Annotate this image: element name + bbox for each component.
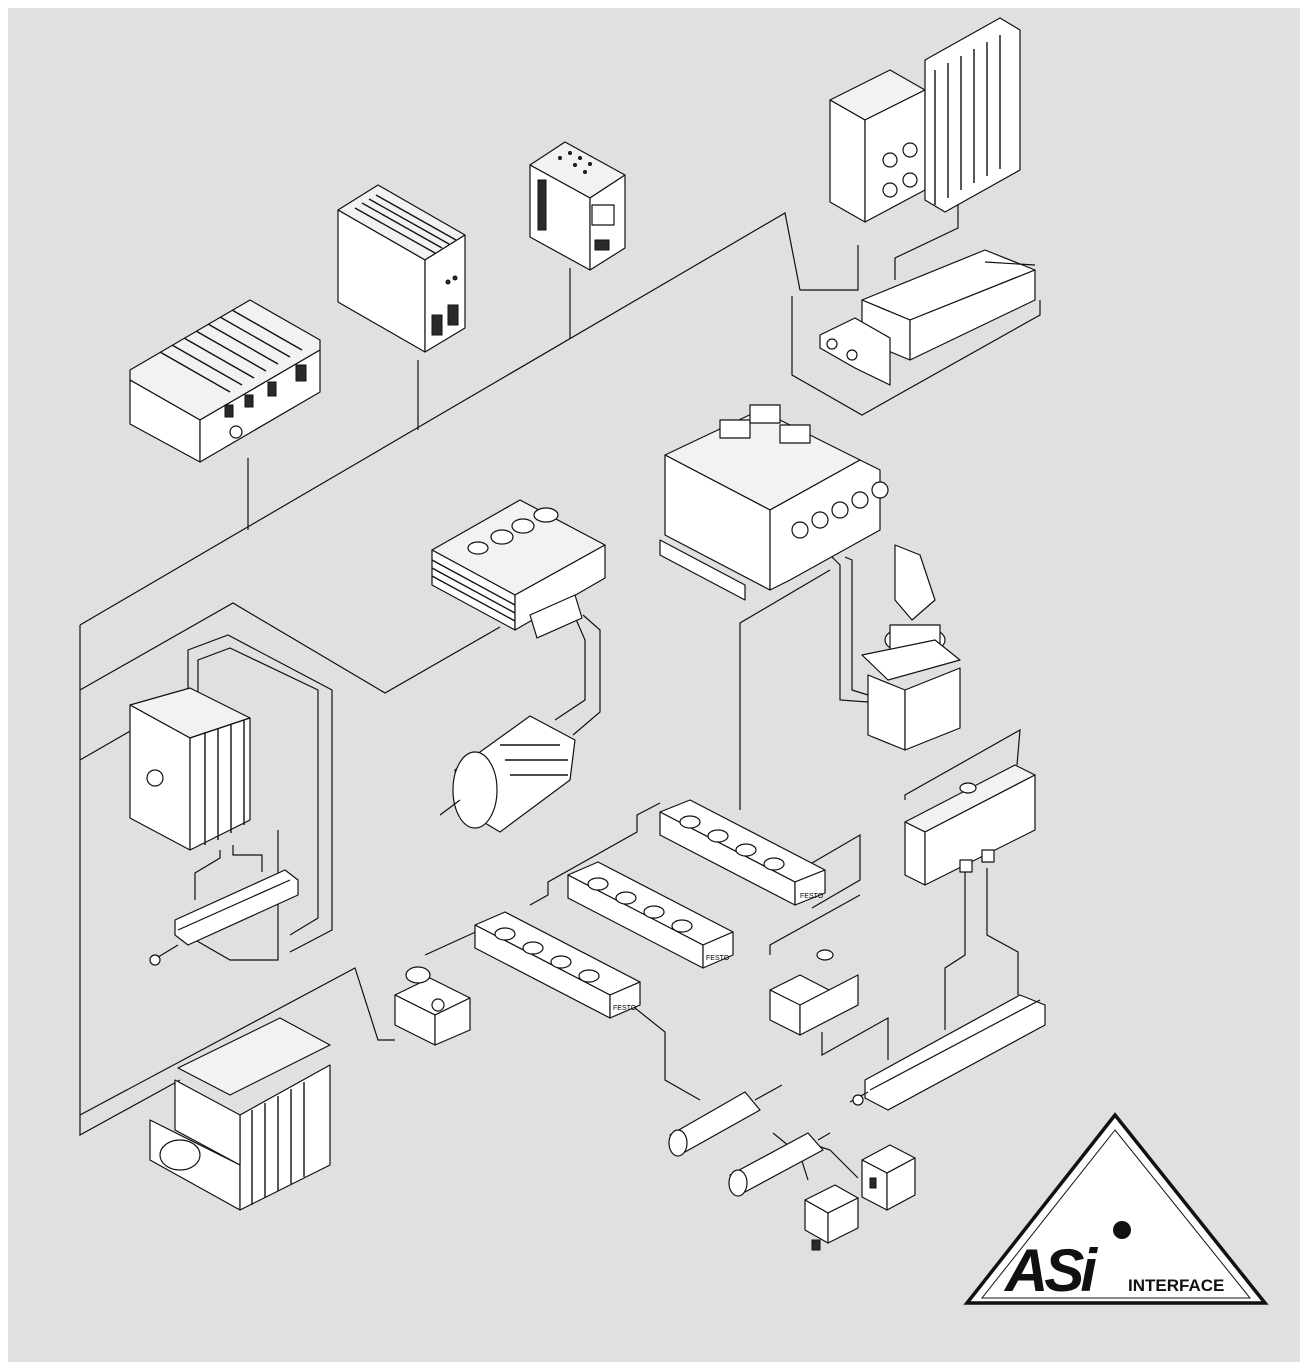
motor-cable-2 bbox=[573, 615, 600, 735]
logo-mark: ASi bbox=[1003, 1237, 1098, 1304]
valve-island-left bbox=[130, 688, 250, 850]
small-valve-cable bbox=[770, 895, 860, 955]
terminal-label-b: FESTO bbox=[706, 955, 730, 962]
small-valve bbox=[770, 950, 858, 1035]
io-chain-feed bbox=[740, 570, 830, 810]
proximity-sensor-1 bbox=[669, 1085, 782, 1156]
clamp-cable-2 bbox=[830, 555, 868, 702]
directional-valve bbox=[905, 765, 1035, 885]
pneumatic-cylinder-left bbox=[150, 870, 298, 965]
logo-wordmark: INTERFACE bbox=[1128, 1276, 1224, 1295]
terminal-label-c: FESTO bbox=[613, 1005, 637, 1012]
optical-sensor-2 bbox=[862, 1145, 915, 1210]
io-module-chain-low: FESTO bbox=[475, 912, 640, 1018]
sensor-cable-1 bbox=[625, 1000, 700, 1100]
power-supply-device bbox=[338, 185, 465, 352]
clamp-cable-1 bbox=[845, 557, 868, 695]
io-module-chain-top: FESTO bbox=[660, 800, 825, 905]
servo-motor bbox=[440, 716, 575, 832]
clamp-cylinder bbox=[862, 545, 960, 750]
valve-to-drive-1 bbox=[945, 870, 965, 1030]
io-chain-2 bbox=[425, 930, 480, 955]
gateway-device bbox=[530, 142, 625, 270]
cyl-link-1 bbox=[195, 850, 220, 900]
valve-terminal-bottom bbox=[150, 1018, 330, 1210]
cyl-link-2 bbox=[233, 845, 262, 872]
left-link-valve-island bbox=[80, 603, 500, 693]
logo-dot bbox=[1113, 1221, 1131, 1239]
motor-controller bbox=[432, 500, 605, 638]
linear-drive bbox=[850, 995, 1045, 1110]
asi-interface-logo: ASi INTERFACE bbox=[967, 1115, 1265, 1304]
controller-device bbox=[130, 300, 320, 462]
small-valve-cyl bbox=[822, 1018, 888, 1060]
io-module-chain-mid: FESTO bbox=[568, 862, 733, 968]
terminal-label-a: FESTO bbox=[800, 893, 824, 900]
proximity-sensor-2 bbox=[729, 1133, 830, 1196]
valve-island-mid bbox=[660, 405, 888, 600]
valve-terminal-top bbox=[830, 18, 1020, 222]
io-block-small bbox=[395, 967, 470, 1045]
valve-to-drive-2 bbox=[987, 868, 1018, 995]
motor-cable-1 bbox=[555, 617, 585, 720]
left-link-valve-island-2 bbox=[80, 730, 132, 760]
slide-unit bbox=[820, 250, 1035, 385]
optical-sensor-1 bbox=[805, 1185, 858, 1250]
